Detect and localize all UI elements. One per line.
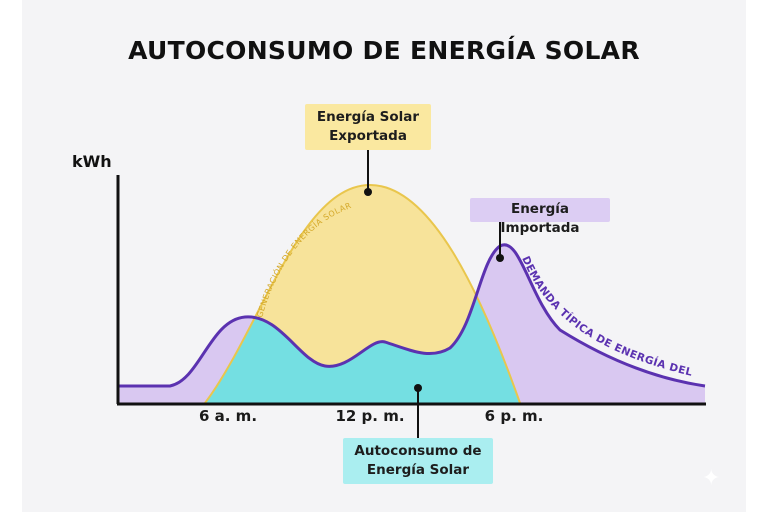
y-axis-label: kWh (72, 152, 112, 171)
x-tick-12pm: 12 p. m. (335, 407, 405, 425)
page-title: AUTOCONSUMO DE ENERGÍA SOLAR (128, 36, 640, 65)
exported-energy-callout: Energía Solar Exportada (305, 104, 431, 150)
self-pointer-dot (414, 384, 422, 392)
solar-generation-curve (204, 183, 521, 404)
sparkle-icon: ✦ (702, 466, 721, 491)
imported-callout-label: Energía Importada (500, 201, 580, 236)
self-consumption-callout: Autoconsumo de Energía Solar (343, 438, 493, 484)
x-tick-6pm: 6 p. m. (484, 407, 544, 425)
imported-pointer-dot (496, 254, 504, 262)
imported-energy-callout: Energía Importada (470, 198, 610, 236)
self-callout-line1: Autoconsumo de (354, 443, 482, 459)
exported-pointer-dot (364, 188, 372, 196)
exported-callout-line1: Energía Solar (316, 109, 420, 125)
self-callout-line2: Energía Solar (366, 462, 470, 478)
x-tick-6am: 6 a. m. (198, 407, 258, 425)
exported-callout-line2: Exportada (329, 128, 407, 144)
household-demand-curve (118, 243, 706, 388)
